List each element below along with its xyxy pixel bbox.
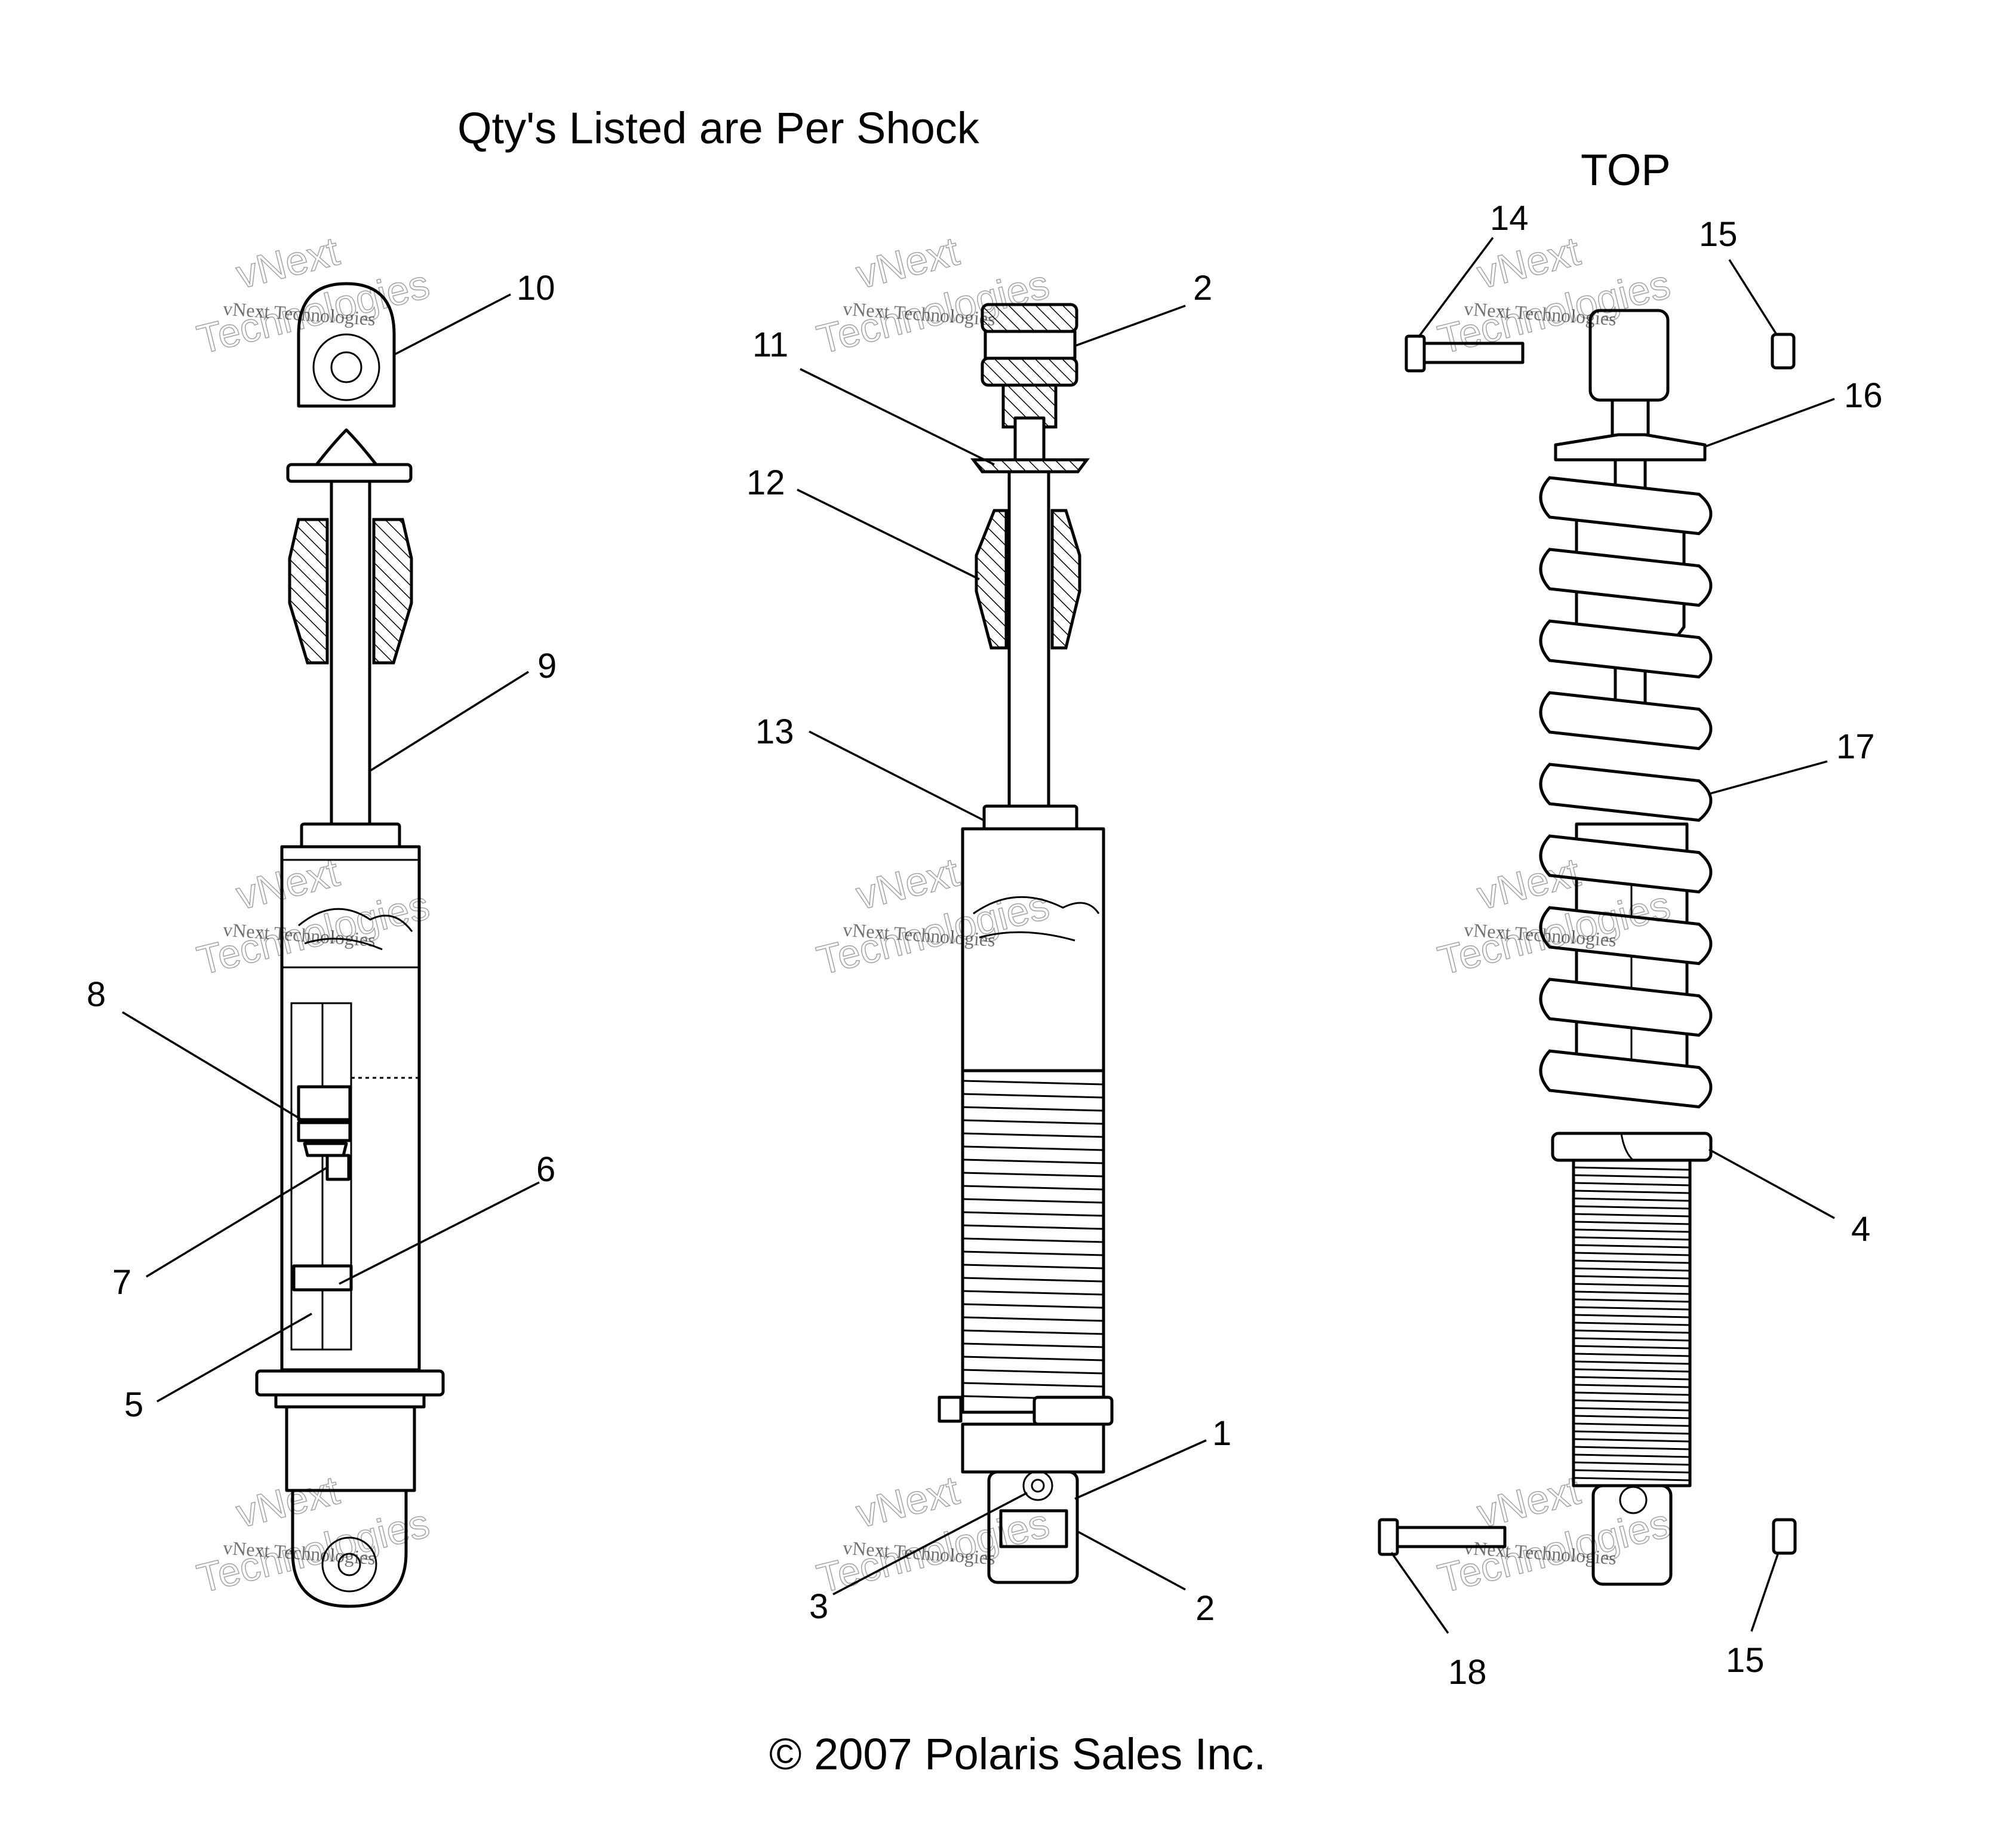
callout-15-top: 15 [1699, 215, 1738, 254]
callout-2-top: 2 [1193, 269, 1212, 308]
threads-middle [962, 1080, 1104, 1401]
callout-17: 17 [1836, 727, 1875, 766]
leader-lines [122, 236, 1835, 1634]
callout-16: 16 [1844, 376, 1883, 415]
callout-2-bottom: 2 [1196, 1589, 1215, 1628]
copyright-text: © 2007 Polaris Sales Inc. [769, 1729, 1266, 1779]
callout-1: 1 [1212, 1414, 1231, 1453]
callout-4: 4 [1851, 1210, 1870, 1249]
coil-spring [1539, 476, 1713, 1109]
callout-14: 14 [1490, 199, 1529, 238]
callout-11: 11 [752, 325, 788, 364]
middle-shock [938, 303, 1114, 1584]
right-shock-assembly [1378, 309, 1797, 1586]
callout-5: 5 [124, 1385, 143, 1424]
callout-12: 12 [746, 463, 785, 502]
threads-right [1573, 1166, 1691, 1481]
callout-18: 18 [1448, 1653, 1487, 1692]
callout-15-bottom: 15 [1726, 1641, 1765, 1680]
left-shock-cutaway [255, 282, 445, 1608]
callout-9: 9 [537, 647, 557, 686]
qty-note: Qty's Listed are Per Shock [457, 103, 980, 153]
callout-6: 6 [536, 1150, 555, 1189]
callout-3: 3 [809, 1587, 828, 1626]
callout-7: 7 [112, 1263, 131, 1302]
callout-10: 10 [517, 269, 555, 308]
top-label: TOP [1581, 145, 1671, 195]
callout-8: 8 [87, 975, 106, 1014]
callout-13: 13 [755, 712, 794, 751]
